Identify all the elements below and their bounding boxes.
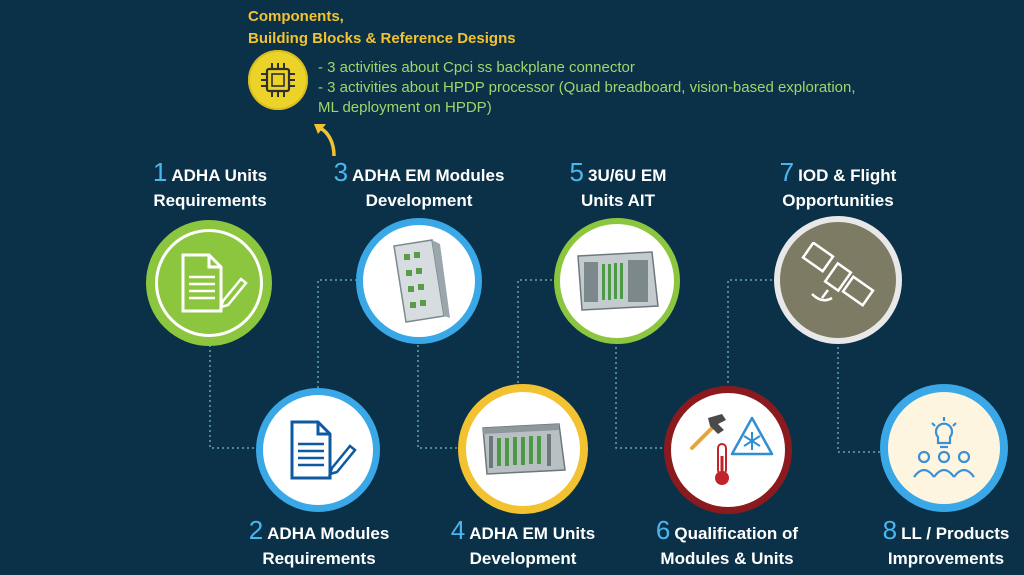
step-title-line2: Requirements <box>153 191 267 210</box>
circuit-board-icon <box>393 239 450 323</box>
step-6-circle <box>664 386 792 514</box>
satellite-icon <box>801 242 875 307</box>
step-title-line1: ADHA EM Modules <box>352 166 505 185</box>
step-number: 8 <box>882 515 898 545</box>
step-number: 7 <box>779 157 795 187</box>
step-title-line1: 3U/6U EM <box>588 166 667 185</box>
rack-unit-icon <box>482 423 566 475</box>
curved-arrow-icon <box>314 124 336 157</box>
step-title-line2: Improvements <box>887 549 1005 568</box>
step-number: 3 <box>333 157 349 187</box>
header-title: Components, Building Blocks & Reference … <box>248 6 516 50</box>
header-title-line2: Building Blocks & Reference Designs <box>248 30 516 47</box>
snowflake-warning-icon <box>730 416 774 456</box>
step-8-circle <box>880 384 1008 512</box>
team-idea-icon <box>913 417 975 478</box>
activity-item: - 3 activities about HPDP processor (Qua… <box>318 79 856 96</box>
connector-3-4 <box>417 345 460 449</box>
step-number: 1 <box>152 157 168 187</box>
step-7-circle <box>774 216 902 344</box>
connector-1-2 <box>209 335 258 449</box>
chip-icon <box>261 63 295 97</box>
hammer-thermometer-snowflake-icon <box>690 414 774 485</box>
step-title-line2: Modules & Units <box>660 549 794 568</box>
connector-5-6 <box>615 342 664 449</box>
step-2-circle <box>256 388 380 512</box>
connector-7-8 <box>837 342 880 453</box>
step-title-line2: Development <box>365 191 473 210</box>
step-title-line1: ADHA Units <box>171 166 268 185</box>
rack-unit-icon <box>577 251 659 311</box>
header-title-line1: Components, <box>248 8 344 25</box>
step-title-line1: LL / Products <box>901 524 1010 543</box>
document-pencil-icon <box>290 420 357 480</box>
step-5-circle <box>554 218 680 344</box>
step-title-line1: Qualification of <box>674 524 799 543</box>
chip-badge <box>248 50 308 110</box>
step-title-line2: Development <box>469 549 577 568</box>
step-number: 5 <box>569 157 585 187</box>
step-4-circle <box>458 384 588 514</box>
hammer-icon <box>690 414 726 450</box>
step-number: 6 <box>655 515 671 545</box>
step-number: 4 <box>450 515 466 545</box>
document-pencil-icon <box>181 253 248 313</box>
activity-item: - 3 activities about Cpci ss backplane c… <box>318 59 635 76</box>
step-title-line2: Units AIT <box>581 191 655 210</box>
step-title-line1: IOD & Flight <box>798 166 897 185</box>
thermometer-icon <box>715 443 729 485</box>
activity-item: ML deployment on HPDP) <box>318 99 492 116</box>
step-title-line2: Requirements <box>262 549 376 568</box>
step-title-line2: Opportunities <box>782 191 894 210</box>
step-3-circle <box>356 218 482 344</box>
step-title-line1: ADHA EM Units <box>469 524 596 543</box>
activities-list: - 3 activities about Cpci ss backplane c… <box>318 58 958 118</box>
step-number: 2 <box>248 515 264 545</box>
step-1-circle <box>146 220 272 346</box>
step-title-line1: ADHA Modules <box>267 524 390 543</box>
